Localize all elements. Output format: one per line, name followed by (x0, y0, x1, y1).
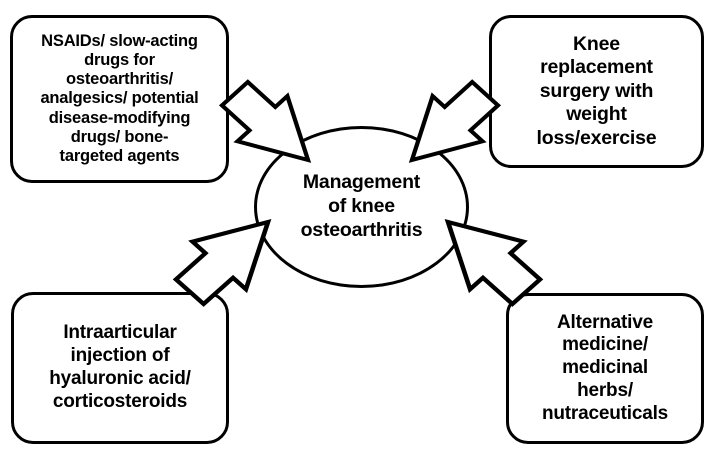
node-line: Alternative (556, 311, 653, 333)
node-line: drugs for (84, 51, 155, 70)
node-line: NSAIDs/ slow-acting (41, 32, 198, 51)
node-line: targeted agents (59, 146, 180, 165)
node-line: surgery with (539, 79, 654, 102)
node-box-bottom-left[interactable]: Intraarticular injection of hyaluronic a… (11, 292, 229, 444)
node-line: osteoarthritis/ (65, 70, 173, 89)
center-line: osteoarthritis (300, 218, 423, 241)
arrow-down-left-icon (408, 79, 502, 163)
node-line: medicinal (562, 357, 648, 379)
center-node-label: Management of knee osteoarthritis (301, 171, 423, 242)
center-line: Management (302, 171, 421, 194)
node-line: Knee (573, 33, 620, 56)
node-label-bottom-right: Alternative medicine/ medicinal herbs/ n… (542, 312, 668, 426)
node-line: weight (566, 103, 627, 126)
node-line: nutraceuticals (541, 402, 669, 424)
node-line: injection of (70, 345, 170, 367)
node-box-top-right[interactable]: Knee replacement surgery with weight los… (489, 15, 704, 168)
arrow-down-right-icon (218, 79, 312, 163)
node-label-top-left: NSAIDs/ slow-acting drugs for osteoarthr… (40, 32, 198, 166)
node-line: medicine/ (562, 334, 648, 356)
node-line: corticosteroids (52, 390, 188, 412)
arrow-up-left-icon (444, 218, 544, 307)
node-line: Intraarticular (63, 322, 177, 344)
node-line: drugs/ bone- (70, 127, 169, 146)
node-line: analgesics/ potential (40, 89, 199, 108)
node-label-bottom-left: Intraarticular injection of hyaluronic a… (49, 322, 191, 413)
arrow-up-right-icon (172, 218, 272, 307)
node-line: hyaluronic acid/ (49, 368, 191, 389)
node-label-top-right: Knee replacement surgery with weight los… (537, 33, 657, 150)
node-box-bottom-right[interactable]: Alternative medicine/ medicinal herbs/ n… (506, 293, 704, 444)
node-line: herbs/ (577, 379, 633, 401)
node-line: disease-modifying (48, 108, 191, 127)
node-line: replacement (540, 56, 653, 79)
node-line: loss/exercise (536, 126, 657, 149)
node-box-top-left[interactable]: NSAIDs/ slow-acting drugs for osteoarthr… (10, 15, 229, 183)
center-line: of knee (328, 195, 395, 218)
